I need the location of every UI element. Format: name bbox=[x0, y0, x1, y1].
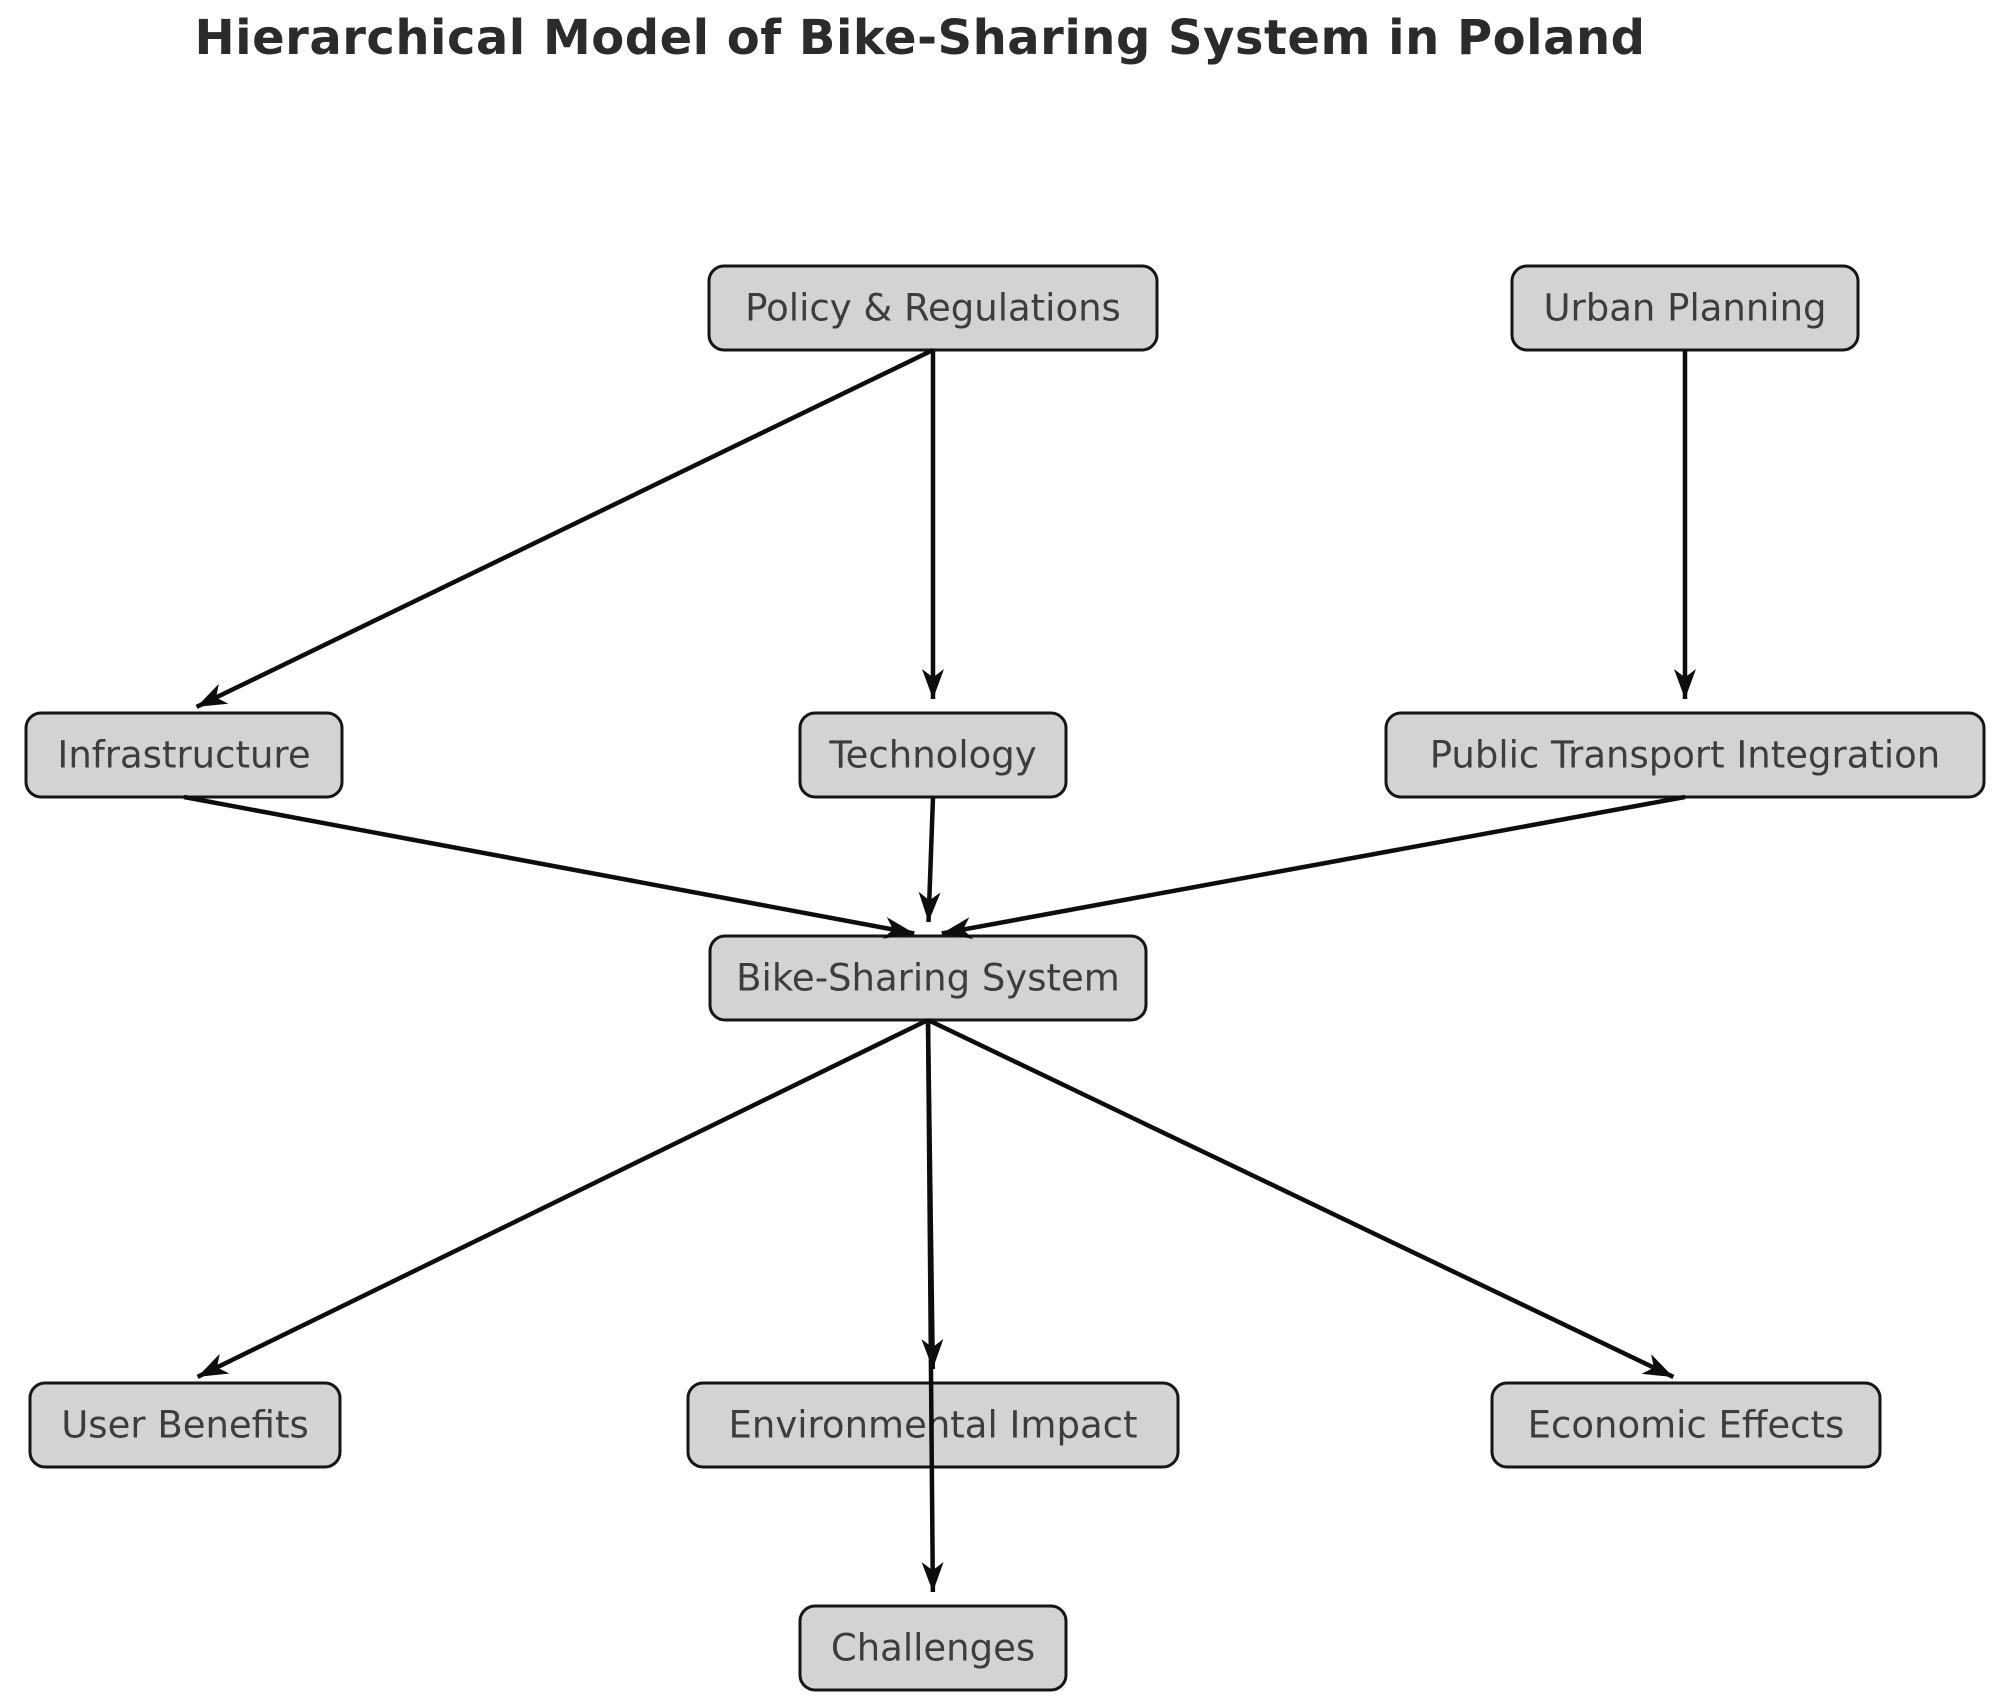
node-user-benefits: User Benefits bbox=[28, 1381, 342, 1469]
edge-infrastructure-to-bss bbox=[183, 794, 915, 939]
node-label: Policy & Regulations bbox=[745, 287, 1121, 330]
node-challenges: Challenges bbox=[798, 1604, 1068, 1692]
edge-bss-to-econ-effects bbox=[927, 1017, 1675, 1379]
node-policy: Policy & Regulations bbox=[707, 264, 1159, 352]
node-label: User Benefits bbox=[61, 1404, 309, 1447]
node-bss: Bike-Sharing System bbox=[708, 934, 1148, 1022]
node-label: Challenges bbox=[831, 1627, 1035, 1670]
node-label: Infrastructure bbox=[57, 734, 310, 777]
edge-pti-to-bss bbox=[941, 794, 1686, 939]
node-box bbox=[798, 1604, 1068, 1692]
diagram-title: Hierarchical Model of Bike-Sharing Syste… bbox=[194, 10, 1646, 66]
node-label: Economic Effects bbox=[1528, 1404, 1845, 1447]
edge-bss-to-challenges bbox=[921, 1019, 944, 1593]
edge-policy-to-infrastructure bbox=[195, 347, 934, 709]
node-technology: Technology bbox=[798, 711, 1068, 799]
node-label: Technology bbox=[828, 734, 1036, 777]
node-infrastructure: Infrastructure bbox=[24, 711, 344, 799]
node-label: Public Transport Integration bbox=[1430, 734, 1941, 777]
node-pti: Public Transport Integration bbox=[1384, 711, 1986, 799]
node-box bbox=[28, 1381, 342, 1469]
edge-bss-to-user-benefits bbox=[196, 1017, 929, 1379]
node-box bbox=[1490, 1381, 1882, 1469]
node-label: Urban Planning bbox=[1543, 287, 1826, 330]
node-urban: Urban Planning bbox=[1510, 264, 1860, 352]
nodes-layer: Policy & Regulations Urban PlanningInfras… bbox=[24, 264, 1986, 1692]
node-label: Bike-Sharing System bbox=[736, 957, 1120, 1000]
edge-technology-to-bss bbox=[918, 796, 941, 923]
edges-layer bbox=[183, 347, 1696, 1593]
node-econ-effects: Economic Effects bbox=[1490, 1381, 1882, 1469]
